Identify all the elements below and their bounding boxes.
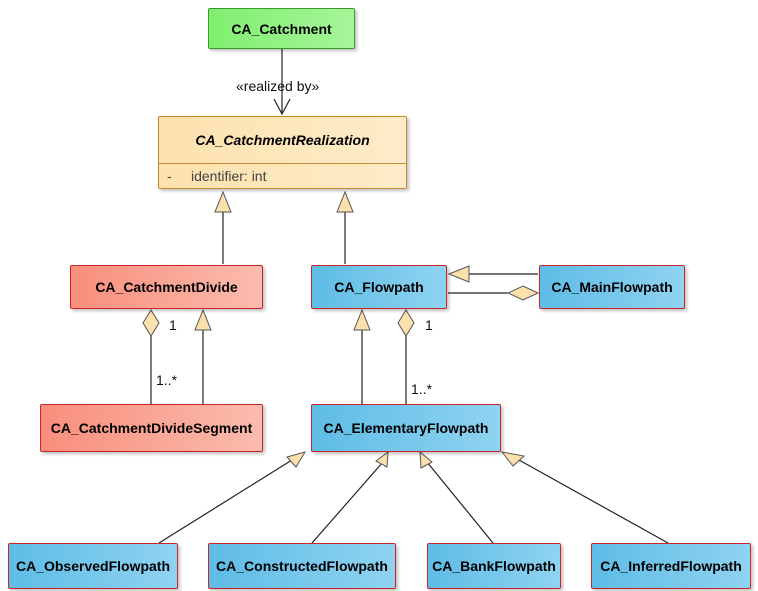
mainflowpath-aggregation-diamond (506, 285, 540, 301)
mainflowpath-to-flowpath-triangle (447, 265, 470, 283)
inferred-to-elementary-triangle (500, 451, 526, 467)
class-catchment-divide[interactable]: CA_CatchmentDivide (70, 265, 263, 309)
elementary-to-flowpath-triangle (353, 308, 371, 331)
constructed-to-elementary-triangle (375, 450, 389, 468)
attribute-identifier: - identifier: int (159, 164, 406, 188)
divide-multiplicity-one: 1 (169, 317, 177, 333)
class-constructed-flowpath[interactable]: CA_ConstructedFlowpath (208, 543, 396, 589)
bank-to-elementary-triangle (419, 450, 433, 469)
flowpath-multiplicity-one: 1 (425, 317, 433, 333)
observed-generalization-line (158, 459, 293, 544)
attribute-identifier-text: identifier: int (191, 168, 267, 184)
constructed-generalization-line (311, 461, 384, 544)
class-catchment-realization-name: CA_CatchmentRealization (159, 117, 406, 164)
segment-to-divide-triangle (194, 308, 212, 331)
class-elementary-flowpath[interactable]: CA_ElementaryFlowpath (311, 404, 501, 452)
flowpath-multiplicity-many: 1..* (411, 381, 433, 397)
realized-by-label: «realized by» (236, 78, 320, 94)
class-observed-flowpath[interactable]: CA_ObservedFlowpath (8, 543, 178, 589)
flowpath-aggregation-diamond (397, 309, 415, 337)
realization-arrowhead (273, 98, 291, 116)
attribute-visibility: - (167, 168, 172, 184)
class-catchment[interactable]: CA_Catchment (208, 8, 355, 49)
class-catchment-divide-segment[interactable]: CA_CatchmentDivideSegment (40, 404, 263, 452)
bank-generalization-line (426, 461, 494, 544)
divide-aggregation-diamond (142, 309, 160, 337)
observed-to-elementary-triangle (286, 451, 307, 468)
class-flowpath[interactable]: CA_Flowpath (311, 265, 447, 309)
class-inferred-flowpath[interactable]: CA_InferredFlowpath (591, 543, 751, 589)
inferred-generalization-line (518, 459, 669, 544)
flowpath-to-realization-triangle (336, 190, 354, 213)
divide-multiplicity-many: 1..* (156, 372, 178, 388)
class-main-flowpath[interactable]: CA_MainFlowpath (539, 265, 685, 309)
class-bank-flowpath[interactable]: CA_BankFlowpath (427, 543, 561, 589)
class-catchment-realization[interactable]: CA_CatchmentRealization - identifier: in… (158, 116, 407, 189)
divide-to-realization-triangle (214, 190, 232, 213)
